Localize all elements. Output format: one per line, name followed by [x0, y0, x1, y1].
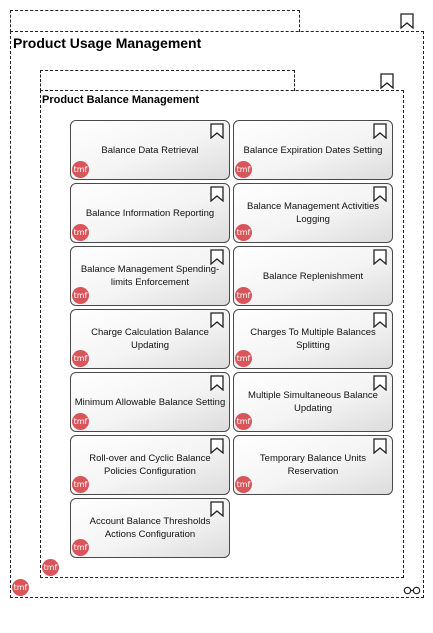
tmf-badge: tmf [72, 161, 89, 178]
function-card-label: Charge Calculation Balance Updating [91, 327, 209, 351]
tmf-badge: tmf [72, 287, 89, 304]
function-card-label: Balance Replenishment [262, 270, 364, 282]
function-card-label: Temporary Balance Units Reservation [259, 453, 367, 477]
tmf-badge: tmf [235, 476, 252, 493]
bookmark-icon [373, 186, 387, 202]
bookmark-icon [210, 375, 224, 391]
outer-group-frame [10, 31, 424, 598]
tmf-badge: tmf [235, 413, 252, 430]
bookmark-icon [210, 123, 224, 139]
function-card-label: Charges To Multiple Balances Splitting [250, 327, 376, 351]
tmf-badge: tmf [235, 287, 252, 304]
bookmark-icon [373, 312, 387, 328]
tmf-badge: tmf [235, 224, 252, 241]
bookmark-icon [373, 375, 387, 391]
function-card-label: Minimum Allowable Balance Setting [74, 396, 226, 408]
tmf-badge: tmf [72, 224, 89, 241]
bookmark-icon [373, 249, 387, 265]
function-card[interactable]: Roll-over and Cyclic Balance Policies Co… [70, 435, 230, 495]
bookmark-icon [210, 249, 224, 265]
function-card[interactable]: Balance Expiration Dates Setting tmf [233, 120, 393, 180]
tmf-badge: tmf [72, 539, 89, 556]
function-card-label: Balance Management Spending-limits Enfor… [80, 264, 220, 288]
function-card-label: Multiple Simultaneous Balance Updating [248, 390, 378, 414]
function-card[interactable]: Balance Replenishment tmf [233, 246, 393, 306]
function-card[interactable]: Account Balance Thresholds Actions Confi… [70, 498, 230, 558]
bookmark-icon [210, 438, 224, 454]
tmf-badge: tmf [72, 413, 89, 430]
function-card-label: Balance Management Activities Logging [246, 201, 380, 225]
tmf-badge: tmf [12, 579, 29, 596]
function-card-label: Roll-over and Cyclic Balance Policies Co… [89, 453, 211, 477]
bookmark-icon [210, 186, 224, 202]
function-card-label: Balance Data Retrieval [101, 144, 199, 156]
bookmark-icon [400, 13, 414, 29]
function-card[interactable]: Balance Information Reporting tmf [70, 183, 230, 243]
link-icon [403, 582, 421, 600]
tmf-badge: tmf [72, 350, 89, 367]
bookmark-icon [210, 312, 224, 328]
outer-group-tab [10, 10, 300, 32]
function-card[interactable]: Minimum Allowable Balance Setting tmf [70, 372, 230, 432]
function-card-label: Account Balance Thresholds Actions Confi… [89, 516, 211, 540]
function-card[interactable]: Balance Data Retrieval tmf [70, 120, 230, 180]
function-card-label: Balance Expiration Dates Setting [243, 144, 383, 156]
outer-group-title: Product Usage Management [13, 35, 202, 51]
bookmark-icon [210, 501, 224, 517]
bookmark-icon [373, 123, 387, 139]
function-card[interactable]: Temporary Balance Units Reservation tmf [233, 435, 393, 495]
tmf-badge: tmf [72, 476, 89, 493]
function-card[interactable]: Balance Management Spending-limits Enfor… [70, 246, 230, 306]
tmf-badge: tmf [235, 161, 252, 178]
function-card-label: Balance Information Reporting [85, 207, 215, 219]
tmf-badge: tmf [235, 350, 252, 367]
bookmark-icon [373, 438, 387, 454]
